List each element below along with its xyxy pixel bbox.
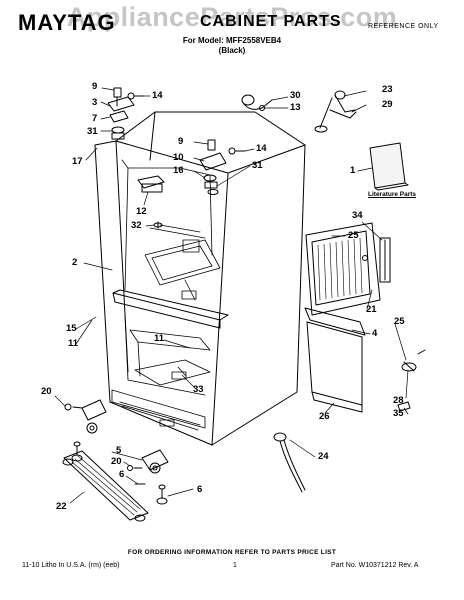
callout-24: 24 <box>318 451 329 462</box>
callout-15: 15 <box>66 323 77 334</box>
callout-2: 2 <box>72 257 78 268</box>
callout-11-left: 11 <box>68 338 79 349</box>
literature-booklet <box>370 143 408 190</box>
callout-7: 7 <box>92 113 98 124</box>
watermark: AppliancePartsPros.com <box>66 2 398 32</box>
color-line: (Black) <box>218 46 246 55</box>
front-roller-left <box>65 400 106 461</box>
brand-logo: MAYTAG <box>18 10 116 35</box>
callout-25-upper: 25 <box>348 230 359 241</box>
callout-26: 26 <box>319 411 330 422</box>
ordering-note: FOR ORDERING INFORMATION REFER TO PARTS … <box>127 549 337 556</box>
divider-mullion <box>113 290 228 328</box>
lower-access-panel <box>305 308 365 412</box>
top-left-hinge <box>108 88 143 139</box>
callout-13: 13 <box>290 102 301 113</box>
callout-25-lower: 25 <box>394 316 405 327</box>
callout-11-center: 11 <box>154 333 165 344</box>
footer-litho: 11-10 Litho In U.S.A. (rm) (eeb) <box>22 562 120 569</box>
front-roller-right <box>128 450 169 504</box>
reference-note: REFERENCE ONLY <box>368 23 439 30</box>
callout-6-right: 6 <box>197 484 203 495</box>
model-line: For Model: MFF2558VEB4 <box>182 36 282 45</box>
clip-parts <box>398 350 425 411</box>
cabinet-outline <box>95 112 305 445</box>
callout-23: 23 <box>382 84 393 95</box>
callout-3: 3 <box>92 97 98 108</box>
callout-31-left: 31 <box>87 126 98 137</box>
callout-6-left: 6 <box>119 469 125 480</box>
callout-30: 30 <box>290 90 301 101</box>
base-grille <box>63 451 148 521</box>
callout-14-center: 14 <box>256 143 267 154</box>
water-valve-parts <box>242 95 272 111</box>
callout-28: 28 <box>393 395 404 406</box>
center-hinge <box>200 140 245 195</box>
grille-panel <box>306 223 390 315</box>
freezer-liner <box>125 315 210 395</box>
callout-22: 22 <box>56 501 67 512</box>
control-housing <box>138 176 164 228</box>
callout-33: 33 <box>193 384 204 395</box>
callout-9-center: 9 <box>178 136 184 147</box>
callout-31-center: 31 <box>252 160 263 171</box>
footer-part-number: Part No. W10371212 Rev. A <box>331 562 419 569</box>
fresh-food-liner <box>122 160 220 300</box>
callout-9-left: 9 <box>92 81 98 92</box>
callout-12: 12 <box>136 206 147 217</box>
literature-parts-label: Literature Parts <box>368 191 417 198</box>
callout-20-lower: 20 <box>111 456 122 467</box>
callout-35: 35 <box>393 408 404 419</box>
drain-hose <box>274 433 305 492</box>
footer-page-number: 1 <box>233 562 237 569</box>
callout-20-left: 20 <box>41 386 52 397</box>
callout-16: 16 <box>173 165 184 176</box>
diagram-title: CABINET PARTS <box>200 13 342 30</box>
callout-1: 1 <box>350 165 356 176</box>
callout-29: 29 <box>382 99 393 110</box>
callout-5: 5 <box>116 445 122 456</box>
callout-17: 17 <box>72 156 83 167</box>
callout-4: 4 <box>372 328 378 339</box>
callout-34: 34 <box>352 210 363 221</box>
leader-lines <box>55 88 408 503</box>
callout-21: 21 <box>366 304 377 315</box>
callout-32: 32 <box>131 220 142 231</box>
cabinet-base <box>112 390 205 430</box>
drain-tube <box>315 91 356 132</box>
callout-10: 10 <box>173 152 184 163</box>
callout-14-left: 14 <box>152 90 163 101</box>
